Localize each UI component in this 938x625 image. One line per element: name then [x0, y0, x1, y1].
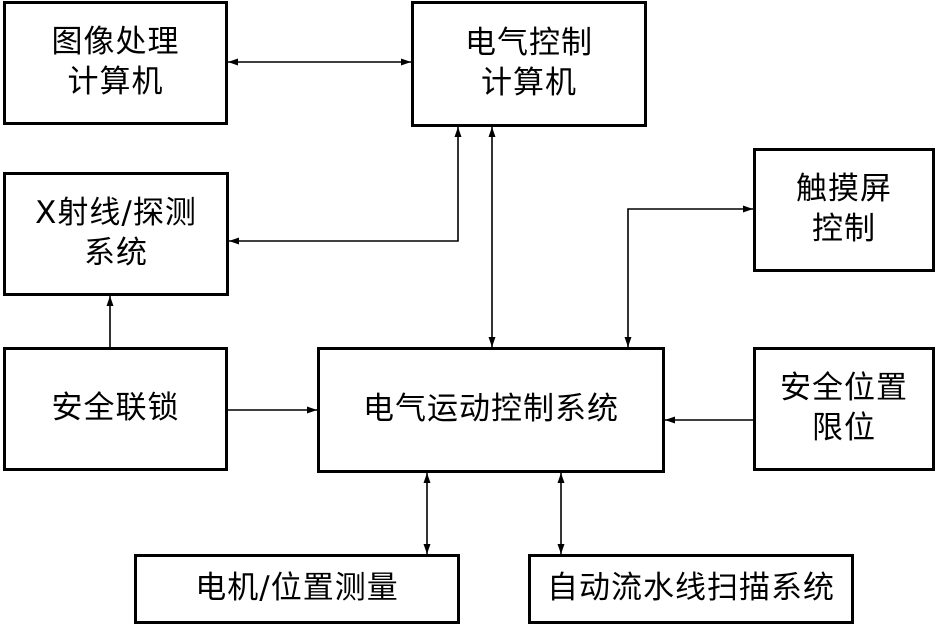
block-label-line1: 触摸屏 [796, 171, 892, 208]
block-label-line1: 图像处理 [51, 24, 180, 61]
block-label-line1: 安全位置 [780, 370, 908, 407]
link-motion-touch [624, 205, 753, 347]
block-label-line1: X射线/探测 [35, 195, 197, 232]
block-label-line2: 系统 [84, 235, 148, 271]
block-label: 电气运动控制系统 [363, 391, 619, 428]
block-label: 电机/位置测量 [195, 570, 399, 607]
block-label-line2: 控制 [812, 211, 876, 247]
link-elecctrl-xray [229, 127, 462, 245]
block-label-line2: 计算机 [67, 64, 164, 100]
xray-detection-system-block: X射线/探测 系统 [3, 172, 229, 296]
safety-position-limit-block: 安全位置 限位 [753, 347, 935, 471]
safety-interlock-block: 安全联锁 [3, 347, 228, 471]
motor-position-measurement-block: 电机/位置测量 [134, 554, 460, 624]
motion-control-system-block: 电气运动控制系统 [317, 347, 665, 473]
conveyor-scanning-system-block: 自动流水线扫描系统 [528, 554, 854, 624]
electrical-control-computer-block: 电气控制 计算机 [411, 1, 647, 127]
touchscreen-control-block: 触摸屏 控制 [753, 148, 935, 272]
block-label-line2: 计算机 [481, 65, 577, 101]
block-label-line2: 限位 [812, 410, 876, 446]
block-label: 安全联锁 [51, 390, 180, 427]
block-label-line1: 电气控制 [465, 25, 593, 62]
block-label: 自动流水线扫描系统 [547, 570, 835, 607]
image-processing-computer-block: 图像处理 计算机 [3, 1, 228, 125]
